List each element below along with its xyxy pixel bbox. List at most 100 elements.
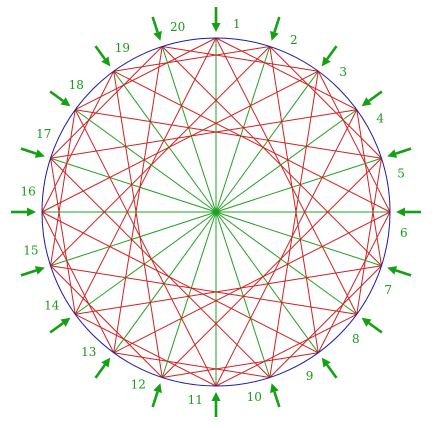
arrows-layer [11, 7, 421, 417]
point-label-12: 12 [131, 377, 146, 391]
star-chord-10-step-7 [50, 157, 271, 378]
arrow-3-icon [321, 45, 338, 67]
star-chord-5-step-7 [161, 157, 382, 378]
spoke-10 [215, 211, 271, 378]
arrow-17-icon [20, 147, 45, 158]
star-chord-17-step-3 [50, 46, 163, 159]
star-chord-2-step-7 [269, 46, 319, 353]
point-label-8: 8 [352, 332, 360, 346]
star-chord-14-step-3 [50, 158, 76, 315]
spoke-9 [215, 211, 319, 354]
arrow-8-icon [361, 317, 383, 334]
spoke-13 [113, 211, 217, 354]
point-label-3: 3 [339, 65, 347, 79]
point-label-10: 10 [247, 390, 262, 404]
arrow-7-icon [387, 266, 412, 277]
spoke-20 [161, 46, 217, 213]
star-chord-13-step-7 [113, 46, 163, 353]
star-chord-14-step-7 [74, 37, 217, 315]
point-label-13: 13 [81, 345, 96, 359]
point-label-4: 4 [376, 111, 384, 125]
spoke-18 [74, 109, 217, 213]
point-label-9: 9 [306, 369, 314, 383]
arrow-14-icon [49, 317, 71, 334]
spoke-15 [50, 211, 217, 267]
star-chord-9-step-7 [41, 211, 319, 354]
star-chord-20-step-7 [161, 46, 382, 267]
spoke-4 [215, 109, 358, 213]
star-chord-20-step-3 [162, 46, 319, 72]
arrow-6-icon [396, 207, 421, 217]
star-chord-15-step-3 [50, 109, 76, 266]
star-chord-2-step-3 [269, 46, 382, 159]
star-chord-7-step-7 [75, 265, 382, 315]
arrow-15-icon [20, 266, 45, 277]
spoke-8 [215, 211, 358, 315]
arrow-1-icon [211, 7, 221, 32]
star-chord-12-step-3 [50, 265, 163, 378]
point-label-19: 19 [115, 41, 130, 55]
star-chord-8-step-7 [50, 265, 357, 315]
star-chord-11-step-7 [74, 109, 217, 387]
star-chord-19-step-3 [113, 46, 270, 72]
spoke-19 [113, 70, 217, 213]
spoke-5 [215, 157, 382, 213]
spoke-2 [215, 46, 271, 213]
star-chord-7-step-3 [269, 265, 382, 378]
star-chord-11-step-3 [75, 313, 217, 387]
star-chord-15-step-7 [50, 46, 271, 267]
point-label-18: 18 [69, 78, 84, 92]
star-chord-6-step-7 [113, 211, 391, 354]
star-chord-18-step-3 [75, 37, 217, 111]
star-chord-16-step-3 [41, 71, 115, 213]
star-chord-8-step-3 [215, 313, 357, 387]
spoke-12 [161, 211, 217, 378]
star-chord-16-step-7 [41, 70, 319, 213]
star-chord-6-step-3 [317, 211, 391, 353]
star-polygon-layer [41, 37, 391, 387]
point-label-11: 11 [188, 393, 203, 407]
arrow-20-icon [151, 16, 162, 41]
arrow-11-icon [211, 392, 221, 417]
point-label-14: 14 [44, 299, 60, 313]
point-label-15: 15 [23, 243, 38, 257]
star-chord-3-step-7 [269, 71, 319, 378]
outer-circle [41, 37, 391, 387]
arrow-13-icon [94, 357, 111, 379]
spoke-7 [215, 211, 382, 267]
center-hub [213, 209, 219, 215]
point-label-2: 2 [290, 33, 298, 47]
star-chord-13-step-3 [41, 211, 115, 353]
star-chord-1-step-7 [215, 37, 358, 315]
point-label-7: 7 [384, 283, 392, 297]
star-chord-9-step-3 [162, 352, 319, 378]
spoke-14 [74, 211, 217, 315]
arrow-12-icon [151, 383, 162, 408]
star-chord-4-step-3 [356, 109, 382, 266]
point-label-1: 1 [233, 17, 241, 31]
arrow-5-icon [387, 147, 412, 158]
star-chord-3-step-3 [317, 71, 391, 213]
star-chord-18-step-7 [75, 109, 382, 159]
star-chord-12-step-7 [113, 71, 163, 378]
arrow-18-icon [49, 90, 71, 107]
arrow-9-icon [321, 357, 338, 379]
arrow-4-icon [361, 90, 383, 107]
point-label-20: 20 [170, 20, 185, 34]
arrow-2-icon [270, 16, 281, 41]
point-label-16: 16 [20, 184, 35, 198]
star-chord-4-step-7 [215, 109, 358, 387]
spoke-3 [215, 70, 319, 213]
spoke-17 [50, 157, 217, 213]
arrow-10-icon [270, 383, 281, 408]
arrow-19-icon [94, 45, 111, 67]
arrow-16-icon [11, 207, 36, 217]
point-label-6: 6 [400, 226, 408, 240]
star-chord-19-step-7 [113, 70, 391, 213]
star-chord-17-step-7 [50, 109, 357, 159]
star-chord-5-step-3 [356, 158, 382, 315]
star-chord-1-step-3 [215, 37, 357, 111]
